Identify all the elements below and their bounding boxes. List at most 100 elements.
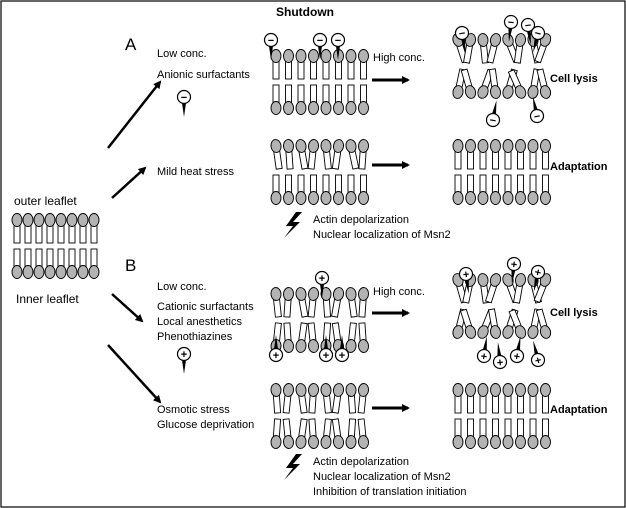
lipid xyxy=(320,383,332,414)
lipid xyxy=(295,287,309,318)
lipid xyxy=(535,308,552,339)
lipid xyxy=(77,248,89,279)
lipid xyxy=(502,383,514,414)
cationic-surfactant: + xyxy=(176,346,192,374)
lipid xyxy=(358,49,369,80)
lipid xyxy=(331,418,344,449)
lipid xyxy=(320,418,332,449)
lipid xyxy=(513,33,526,64)
adaptation-label-a: Adaptation xyxy=(550,161,608,173)
lipid xyxy=(345,322,357,353)
lipid xyxy=(345,418,357,449)
lipid xyxy=(452,174,464,205)
lipid xyxy=(55,213,67,244)
lipid xyxy=(515,418,526,449)
lipid xyxy=(44,248,56,279)
cell-lysis-label-b: Cell lysis xyxy=(550,307,598,319)
panel-b-label: Phenothiazines xyxy=(157,331,233,343)
lipid xyxy=(320,287,332,318)
lipid xyxy=(320,49,332,80)
lipid xyxy=(283,287,294,318)
lipid xyxy=(477,139,489,170)
lipid xyxy=(308,418,319,449)
inner-leaflet-label: Inner leaflet xyxy=(16,292,79,306)
lipid xyxy=(270,383,282,414)
lipid xyxy=(331,383,344,414)
adaptation-label-b: Adaptation xyxy=(550,404,608,416)
anionic-surfactant: − xyxy=(263,32,279,60)
cationic-surfactant: + xyxy=(506,256,522,284)
svg-text:+: + xyxy=(496,357,504,370)
cationic-surfactant: + xyxy=(314,270,330,298)
lipid xyxy=(357,383,369,414)
lipid xyxy=(488,308,502,339)
lipid xyxy=(527,139,539,170)
outer-leaflet-label: outer leaflet xyxy=(14,194,77,208)
stress-label: Glucose deprivation xyxy=(157,419,254,431)
panel-b-label: Low conc. xyxy=(157,281,207,293)
lipid xyxy=(11,248,23,279)
lipid xyxy=(308,383,319,414)
lipid xyxy=(282,418,294,449)
lipid xyxy=(307,287,319,318)
lipid xyxy=(77,213,89,244)
lipid xyxy=(527,174,539,205)
lipid xyxy=(270,139,283,170)
lipid xyxy=(66,213,78,244)
lipid xyxy=(333,174,344,205)
lipid xyxy=(308,49,319,80)
lipid xyxy=(88,248,100,279)
svg-text:−: − xyxy=(268,35,274,47)
lipid xyxy=(295,139,309,170)
lipid xyxy=(486,33,502,64)
note-a: Actin depolarization xyxy=(313,214,409,226)
svg-text:+: + xyxy=(273,350,279,362)
anionic-surfactant: − xyxy=(530,25,546,53)
stress-label: Osmotic stress xyxy=(157,404,230,416)
lipid xyxy=(490,139,501,170)
panel-b-label: Local anesthetics xyxy=(157,316,242,328)
svg-text:−: − xyxy=(181,92,187,104)
lipid xyxy=(358,84,369,115)
lipid xyxy=(345,174,357,205)
anionic-surfactant: − xyxy=(520,17,536,45)
lipid xyxy=(345,287,358,318)
svg-text:+: + xyxy=(513,351,521,364)
lipid xyxy=(452,139,464,170)
lipid xyxy=(283,174,294,205)
surfactant-molecules: −−−−−−−−−−++++++++++++ xyxy=(176,14,546,374)
lipid xyxy=(515,139,526,170)
arrow-to-heat-stress xyxy=(111,166,147,199)
svg-text:−: − xyxy=(533,27,542,40)
lipid xyxy=(331,139,344,170)
panel-a-label: Low conc. xyxy=(157,48,207,60)
lipid xyxy=(295,49,307,80)
lipid xyxy=(502,139,514,170)
lipid xyxy=(44,213,56,244)
cationic-surfactant: + xyxy=(492,342,508,370)
lipid xyxy=(295,322,308,353)
lipid xyxy=(320,174,332,205)
lipid xyxy=(452,418,464,449)
lipid xyxy=(308,174,319,205)
anionic-surfactant: − xyxy=(330,32,346,60)
lipid xyxy=(536,68,552,99)
lipid xyxy=(345,84,357,115)
svg-text:+: + xyxy=(181,349,187,361)
lipid xyxy=(515,174,526,205)
svg-text:+: + xyxy=(462,269,470,282)
svg-text:−: − xyxy=(317,35,323,47)
lipid xyxy=(527,418,539,449)
lipid xyxy=(283,49,294,80)
lightning-icon xyxy=(284,212,302,238)
lipid xyxy=(333,84,344,115)
svg-text:+: + xyxy=(480,351,488,364)
lipid xyxy=(358,322,369,353)
lipid xyxy=(270,49,282,80)
lipid xyxy=(307,322,319,353)
lipid xyxy=(345,383,357,414)
panel-b-letter: B xyxy=(125,256,136,275)
lipid xyxy=(270,418,282,449)
lipid xyxy=(527,383,539,414)
